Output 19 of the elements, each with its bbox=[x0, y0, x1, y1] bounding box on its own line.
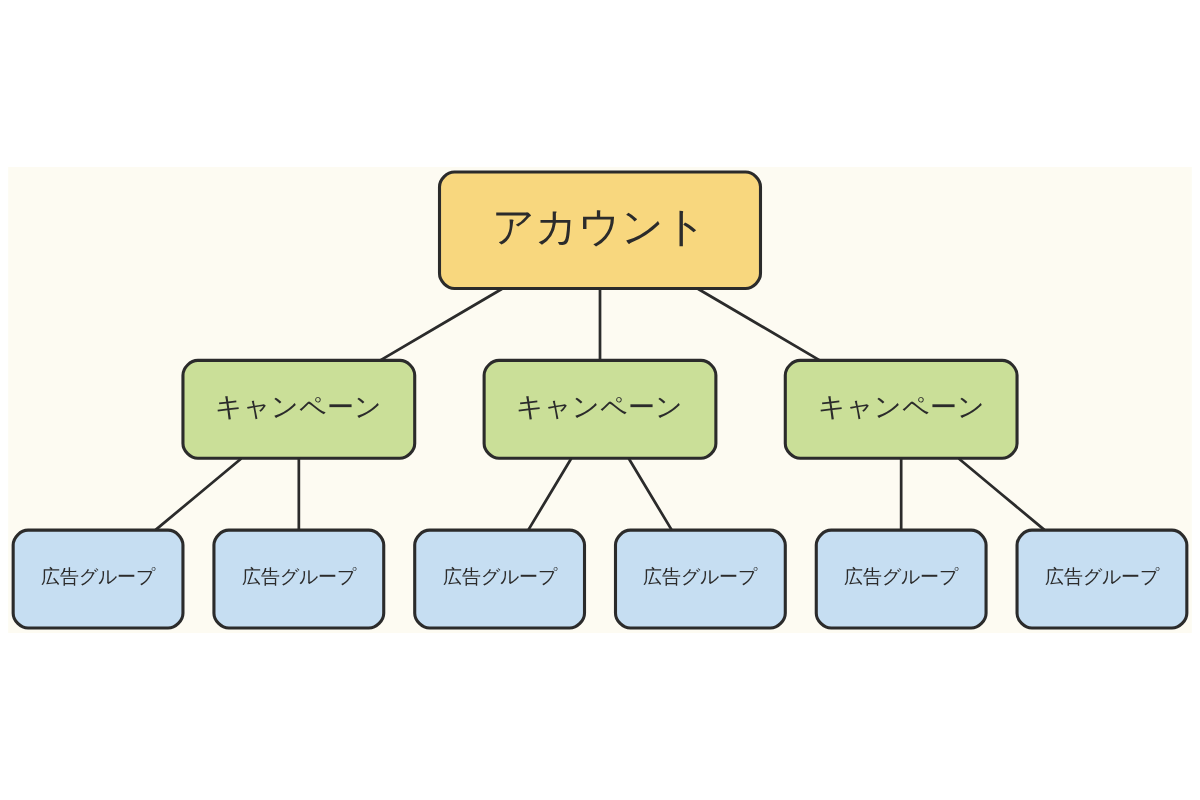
node-box: 広告グループ bbox=[613, 528, 787, 630]
connector bbox=[598, 288, 602, 360]
node-box: アカウント bbox=[437, 170, 763, 290]
connector bbox=[696, 287, 821, 362]
node-box: 広告グループ bbox=[11, 528, 185, 630]
node-box: 広告グループ bbox=[1015, 528, 1189, 630]
node-box: キャンペーン bbox=[783, 358, 1019, 460]
connector bbox=[379, 287, 504, 362]
connector bbox=[527, 457, 573, 531]
connector bbox=[627, 457, 673, 531]
node-box: キャンペーン bbox=[482, 358, 718, 460]
node-box: キャンペーン bbox=[181, 358, 417, 460]
connector bbox=[297, 458, 301, 530]
connector bbox=[899, 458, 903, 530]
connector bbox=[154, 457, 243, 531]
node-box: 広告グループ bbox=[413, 528, 587, 630]
node-box: 広告グループ bbox=[814, 528, 988, 630]
connector bbox=[957, 457, 1046, 531]
node-box: 広告グループ bbox=[212, 528, 386, 630]
